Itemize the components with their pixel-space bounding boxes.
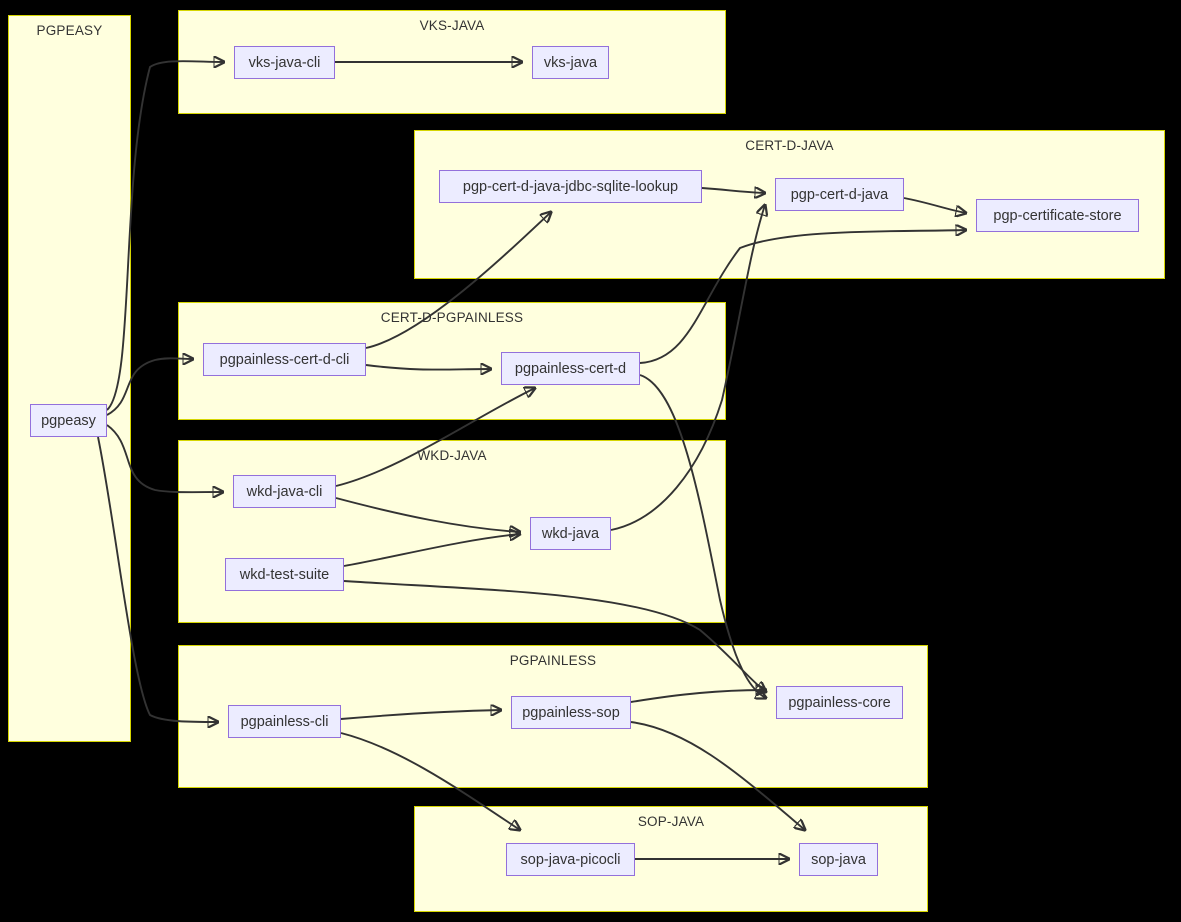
node-pgp-cert-d-java-jdbc-sqlite-lookup[interactable]: pgp-cert-d-java-jdbc-sqlite-lookup (439, 170, 702, 203)
node-label-vks-java-cli: vks-java-cli (248, 54, 321, 71)
node-pgp-certificate-store[interactable]: pgp-certificate-store (976, 199, 1139, 232)
edge-wkd-java-cli-to-wkd-java (335, 497, 520, 532)
node-label-pgp-cert-d-java-jdbc-sqlite-lookup: pgp-cert-d-java-jdbc-sqlite-lookup (462, 178, 679, 195)
node-label-wkd-java: wkd-java (541, 525, 600, 542)
node-label-pgpainless-sop: pgpainless-sop (522, 704, 620, 721)
node-wkd-test-suite[interactable]: wkd-test-suite (225, 558, 344, 591)
node-label-pgpainless-core: pgpainless-core (788, 694, 891, 711)
node-wkd-java[interactable]: wkd-java (530, 517, 611, 550)
node-pgpainless-cert-d-cli[interactable]: pgpainless-cert-d-cli (203, 343, 366, 376)
edge-wkd-test-suite-to-wkd-java (343, 534, 520, 567)
edge-pgpainless-cert-d-cli-to-pgpainless-cert-d (365, 365, 491, 370)
node-label-pgp-certificate-store: pgp-certificate-store (993, 207, 1122, 224)
node-label-wkd-test-suite: wkd-test-suite (239, 566, 330, 583)
node-vks-java-cli[interactable]: vks-java-cli (234, 46, 335, 79)
node-vks-java[interactable]: vks-java (532, 46, 609, 79)
edge-pgpainless-cli-to-sop-java-picocli (340, 732, 520, 830)
node-pgpeasy[interactable]: pgpeasy (30, 404, 107, 437)
edge-pgpainless-sop-to-sop-java (630, 721, 805, 830)
edge-pgpainless-cert-d-cli-to-pgp-cert-d-java-jdbc-sqlite-lookup (365, 212, 551, 349)
edge-pgp-cert-d-java-to-pgp-certificate-store (903, 197, 966, 213)
node-sop-java[interactable]: sop-java (799, 843, 878, 876)
edge-wkd-test-suite-to-pgpainless-core (343, 580, 766, 692)
edge-pgpainless-sop-to-pgpainless-core (630, 690, 766, 703)
edge-pgpeasy-to-pgpainless-cli (97, 436, 218, 722)
node-label-pgpainless-cert-d-cli: pgpainless-cert-d-cli (219, 351, 350, 368)
node-pgp-cert-d-java[interactable]: pgp-cert-d-java (775, 178, 904, 211)
edge-pgpainless-cert-d-to-pgp-certificate-store (639, 230, 966, 364)
node-wkd-java-cli[interactable]: wkd-java-cli (233, 475, 336, 508)
node-label-sop-java-picocli: sop-java-picocli (520, 851, 621, 868)
node-label-pgp-cert-d-java: pgp-cert-d-java (790, 186, 889, 203)
edge-pgpainless-cert-d-to-pgpainless-core (639, 374, 766, 698)
node-label-pgpainless-cli: pgpainless-cli (240, 713, 329, 730)
edge-wkd-java-cli-to-pgpainless-cert-d (335, 388, 535, 487)
node-pgpainless-core[interactable]: pgpainless-core (776, 686, 903, 719)
node-label-vks-java: vks-java (543, 54, 598, 71)
cluster-wkd-java: WKD-JAVA (178, 440, 726, 623)
node-label-wkd-java-cli: wkd-java-cli (246, 483, 323, 500)
edge-pgpeasy-to-pgpainless-cert-d-cli (106, 358, 193, 416)
edge-pgpeasy-to-wkd-java-cli (106, 424, 223, 492)
edge-wkd-java-to-pgp-cert-d-java (610, 205, 765, 531)
node-pgpainless-cli[interactable]: pgpainless-cli (228, 705, 341, 738)
edge-pgpainless-cli-to-pgpainless-sop (340, 710, 501, 720)
node-pgpainless-sop[interactable]: pgpainless-sop (511, 696, 631, 729)
node-sop-java-picocli[interactable]: sop-java-picocli (506, 843, 635, 876)
node-pgpainless-cert-d[interactable]: pgpainless-cert-d (501, 352, 640, 385)
node-label-sop-java: sop-java (811, 851, 866, 868)
edge-pgp-cert-d-java-jdbc-sqlite-lookup-to-pgp-cert-d-java (701, 188, 765, 193)
edge-pgpeasy-to-vks-java-cli (106, 61, 224, 411)
node-label-pgpainless-cert-d: pgpainless-cert-d (514, 360, 627, 377)
node-label-pgpeasy: pgpeasy (41, 412, 96, 429)
